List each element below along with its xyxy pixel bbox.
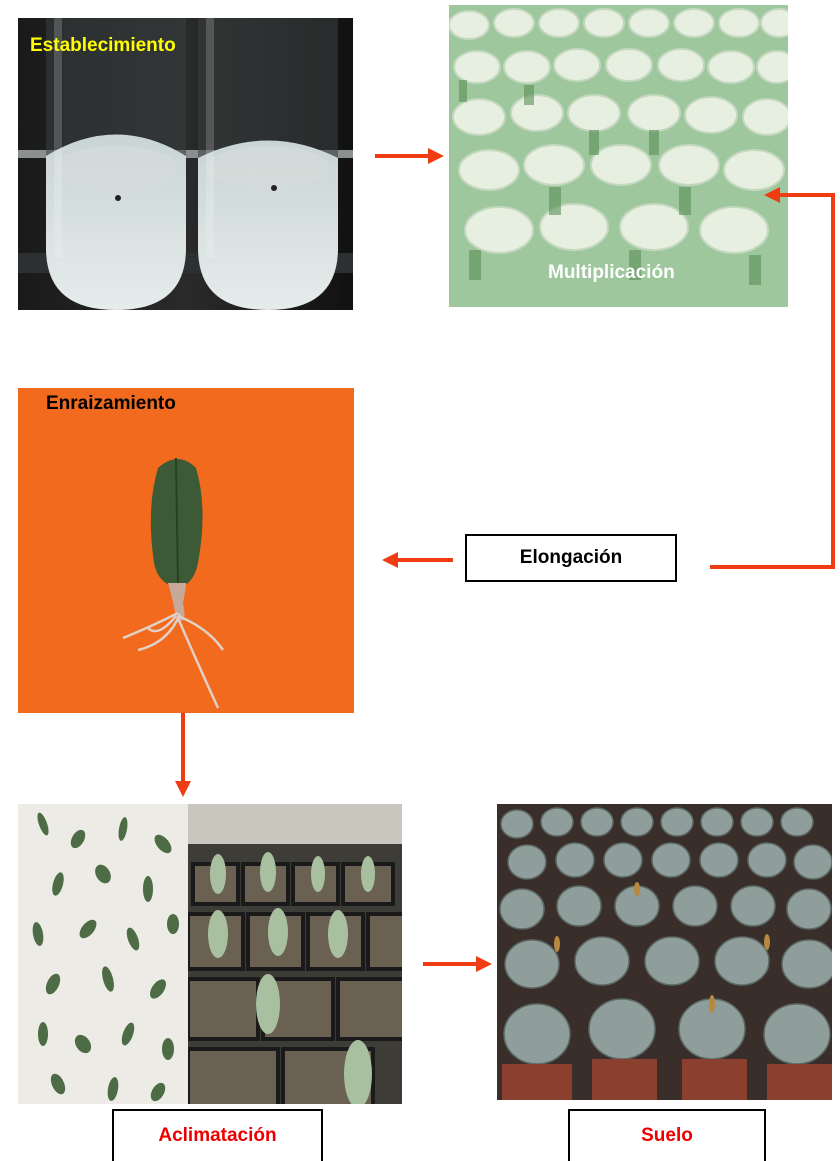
arrow-loop-to-multiplicacion (710, 195, 833, 567)
